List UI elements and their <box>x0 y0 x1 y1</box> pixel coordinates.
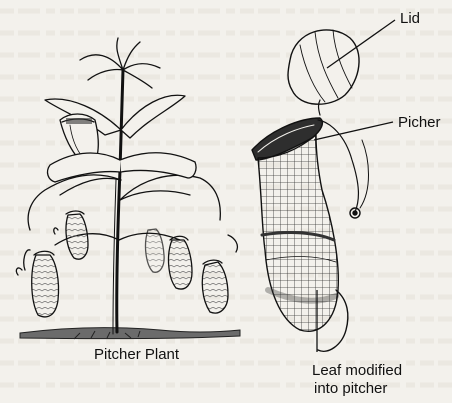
lid-label: Lid <box>400 10 420 28</box>
leaf-modified-label-line1: Leaf modified <box>312 362 402 380</box>
picher-label: Picher <box>398 114 441 132</box>
leaf-modified-label-line2: into pitcher <box>314 380 387 398</box>
pitcher-plant-label: Pitcher Plant <box>94 346 179 364</box>
